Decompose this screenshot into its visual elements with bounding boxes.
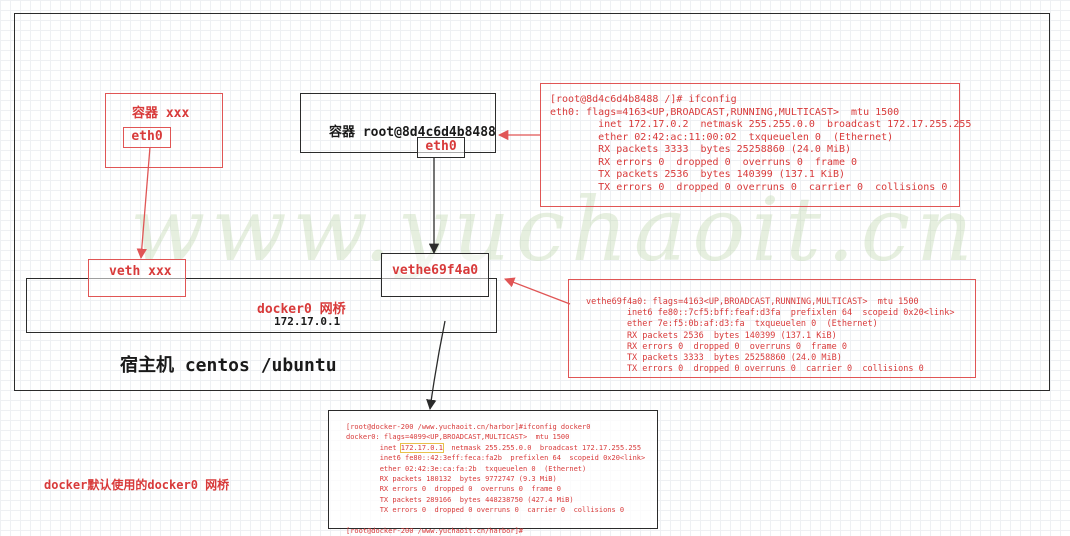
host-label: 宿主机 centos /ubuntu bbox=[120, 355, 337, 376]
docker0-ifconfig-text: [root@docker-200 /www.yuchaoit.cn/harbor… bbox=[346, 422, 645, 536]
container-xxx-box: 容器 xxx eth0 bbox=[105, 93, 223, 168]
container-main-label: 容器 root@8d4c6d4b8488 bbox=[329, 125, 496, 140]
container-main-box: 容器 root@8d4c6d4b8488 bbox=[300, 93, 496, 153]
bridge-ip: 172.17.0.1 bbox=[274, 315, 341, 328]
container-ifconfig-box: [root@8d4c6d4b8488 /]# ifconfig eth0: fl… bbox=[540, 83, 971, 207]
arrow-bridge-to-docker0 bbox=[426, 320, 446, 411]
arrow-eth0-to-veth-xxx bbox=[136, 146, 151, 260]
caption: docker默认使用的docker0 网桥 bbox=[44, 478, 230, 492]
docker0-body: inet6 fe80::42:3eff:feca:fa2b prefixlen … bbox=[379, 454, 646, 515]
docker0-end-prompt: [root@docker-200 /www.yuchaoit.cn/harbor… bbox=[346, 527, 524, 536]
docker0-ifconfig-box: [root@docker-200 /www.yuchaoit.cn/harbor… bbox=[328, 410, 658, 535]
container-main-eth0: eth0 bbox=[417, 137, 465, 158]
host-frame bbox=[14, 13, 1050, 391]
docker0-inet-prefix: inet bbox=[346, 443, 401, 452]
veth-ifconfig-box: vethe69f4a0: flags=4163<UP,BROADCAST,RUN… bbox=[568, 279, 976, 378]
veth-xxx-box: veth xxx bbox=[88, 259, 186, 297]
container-xxx-eth0: eth0 bbox=[123, 127, 171, 148]
bridge-label: docker0 网桥 bbox=[257, 302, 346, 317]
veth-ifconfig-text: vethe69f4a0: flags=4163<UP,BROADCAST,RUN… bbox=[586, 297, 955, 375]
watermark-text: www.yuchaoit.cn bbox=[130, 178, 979, 281]
container-xxx-label: 容器 xxx bbox=[132, 106, 190, 121]
docker0-prompt: [root@docker-200 /www.yuchaoit.cn/harbor… bbox=[346, 423, 591, 431]
docker0-bridge-box: docker0 网桥 172.17.0.1 bbox=[26, 278, 497, 333]
docker0-flags: docker0: flags=4099<UP,BROADCAST,MULTICA… bbox=[346, 433, 570, 442]
docker0-inet-rest: netmask 255.255.0.0 broadcast 172.17.255… bbox=[442, 443, 642, 452]
container-ifconfig-text: [root@8d4c6d4b8488 /]# ifconfig eth0: fl… bbox=[550, 94, 972, 193]
docker0-inet-ip: 172.17.0.1 bbox=[399, 442, 444, 453]
arrow-ifconfig-to-veth bbox=[504, 277, 571, 305]
